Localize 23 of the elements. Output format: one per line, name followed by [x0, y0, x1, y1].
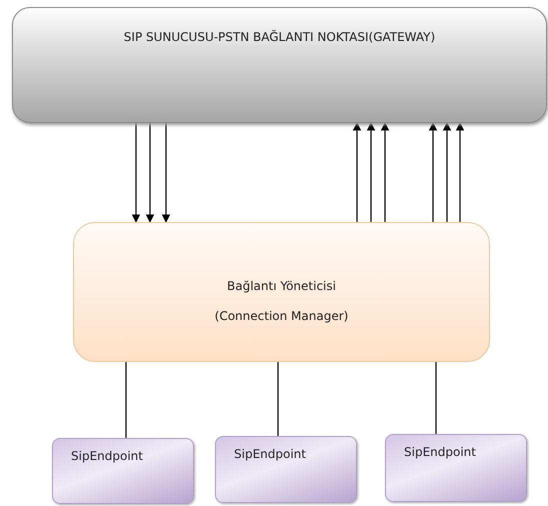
arrow — [428, 122, 438, 222]
node-label: (Connection Manager) — [214, 309, 350, 323]
node-label: Bağlantı Yöneticisi — [226, 279, 337, 293]
arrow — [352, 122, 362, 222]
node-label: SipEndpoint — [234, 447, 306, 461]
arrow — [442, 122, 452, 222]
node-label: SIP SUNUCUSU-PSTN BAĞLANTI NOKTASI(GATEWAY) — [122, 30, 436, 44]
connector-line — [125, 362, 127, 438]
arrow — [380, 122, 390, 222]
node-label: SipEndpoint — [71, 449, 143, 463]
arrow — [366, 122, 376, 222]
endpoint-box — [52, 438, 194, 504]
arrow — [162, 123, 170, 223]
connector-line — [277, 362, 279, 436]
gateway-box — [12, 7, 547, 123]
arrow — [456, 122, 464, 222]
endpoint-box — [215, 436, 357, 503]
endpoint-box — [385, 434, 527, 502]
connector-line — [435, 362, 437, 434]
arrow — [146, 123, 154, 223]
manager-box — [73, 222, 490, 362]
arrow — [132, 123, 140, 223]
node-label: SipEndpoint — [404, 445, 476, 459]
